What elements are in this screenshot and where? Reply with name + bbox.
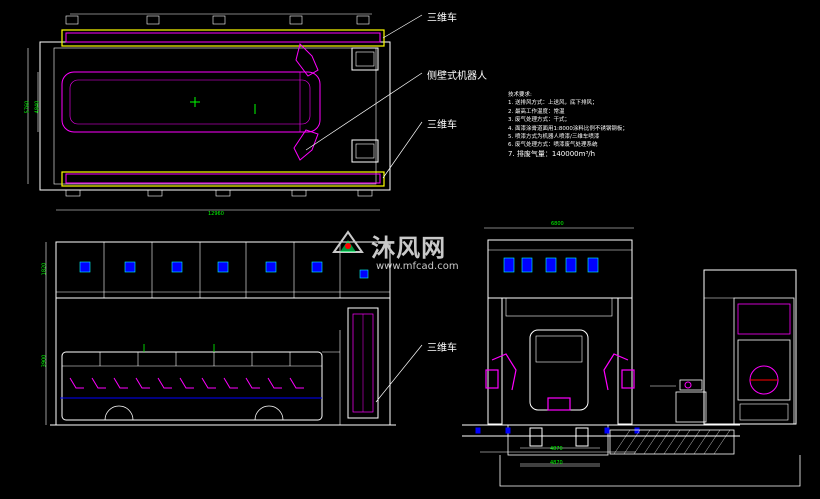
front-section (462, 227, 801, 487)
tech-note-1: 1. 送排风方式：上送风，底下排风； (508, 100, 598, 107)
dim-elev-height-2: 3900 (41, 354, 48, 368)
label-wall-robot: 侧壁式机器人 (427, 71, 487, 82)
tech-note-4: 4. 面漆涂膏道面用1:8000涂料比例不锈钢钢板； (508, 125, 628, 132)
dim-elev-height-1: 1820 (41, 262, 48, 276)
plan-view (27, 13, 423, 211)
dim-plan-height-2: 4840 (34, 100, 41, 114)
dim-lower-width-2: 4870 (550, 460, 563, 466)
watermark-logo (332, 230, 364, 253)
watermark-icon (330, 232, 366, 260)
tech-notes-heading: 技术要求: (508, 92, 532, 98)
tech-note-2: 2. 最高工作温度：常温 (508, 108, 565, 115)
side-elevation (45, 241, 423, 426)
tech-note-6: 6. 废气处理方式：喷漆废气处理系统 (508, 142, 598, 149)
watermark-url: www.mfcad.com (376, 261, 459, 272)
tech-notes: 技术要求: 1. 送排风方式：上送风，底下排风； 2. 最高工作温度：常温 3.… (508, 91, 628, 158)
label-3d-car-mid: 三维车 (427, 120, 457, 131)
dim-plan-width: 12960 (208, 211, 224, 217)
tech-note-5: 5. 喷漆方式为机器人喷漆/三维车喷漆 (508, 134, 600, 141)
watermark: 沐风网 www.mfcad.com (330, 228, 459, 272)
tech-note-7: 7. 排废气量：140000m³/h (508, 149, 596, 158)
dim-plan-height-1: 5760 (24, 100, 31, 114)
tech-note-3: 3. 废气处理方式：干式； (508, 117, 570, 124)
label-3d-car-bottom: 三维车 (427, 343, 457, 354)
dim-lower-width-1: 4870 (550, 446, 563, 452)
label-3d-car-top: 三维车 (427, 13, 457, 24)
watermark-name: 沐风网 (371, 234, 447, 262)
dim-section-width: 6800 (551, 221, 564, 227)
